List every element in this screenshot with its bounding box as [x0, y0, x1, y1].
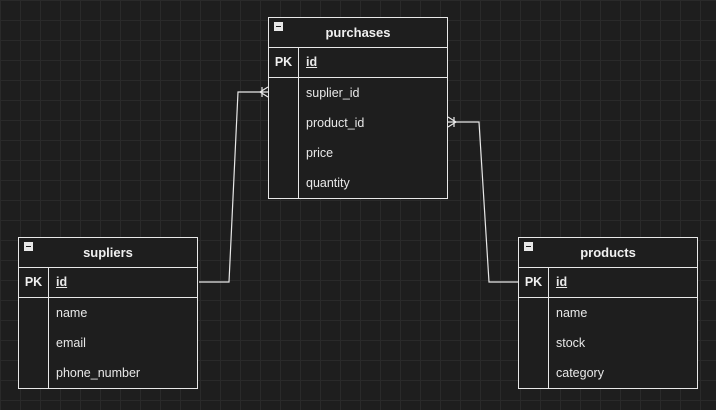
key-cell	[19, 328, 49, 358]
pk-label: PK	[19, 268, 49, 297]
field-row[interactable]: suplier_id	[269, 78, 447, 108]
field-name: product_id	[306, 116, 365, 130]
field-row[interactable]: name	[519, 298, 697, 328]
table-purchases[interactable]: purchases PK id suplier_id product_id pr…	[268, 17, 448, 199]
field-name: suplier_id	[306, 86, 360, 100]
key-cell	[269, 138, 299, 168]
table-title: supliers	[83, 245, 133, 260]
table-header[interactable]: products	[519, 238, 697, 268]
field-name: phone_number	[56, 366, 141, 380]
field-name: price	[306, 146, 334, 160]
table-title: products	[580, 245, 636, 260]
key-cell	[519, 358, 549, 388]
key-cell	[269, 108, 299, 138]
table-supliers[interactable]: supliers PK id name email phone_number	[18, 237, 198, 389]
collapse-icon[interactable]	[24, 242, 33, 251]
pk-field: id	[56, 275, 68, 289]
field-row[interactable]: category	[519, 358, 697, 388]
pk-label: PK	[269, 48, 299, 77]
table-products[interactable]: products PK id name stock category	[518, 237, 698, 389]
field-row[interactable]: phone_number	[19, 358, 197, 388]
pk-row[interactable]: PK id	[519, 268, 697, 298]
field-name: name	[556, 306, 588, 320]
field-name: name	[56, 306, 88, 320]
pk-row[interactable]: PK id	[19, 268, 197, 298]
field-name: category	[556, 366, 604, 380]
key-cell	[269, 78, 299, 108]
key-cell	[19, 358, 49, 388]
pk-row[interactable]: PK id	[269, 48, 447, 78]
field-list: suplier_id product_id price quantity	[269, 78, 447, 198]
table-header[interactable]: supliers	[19, 238, 197, 268]
field-name: stock	[556, 336, 586, 350]
field-list: name email phone_number	[19, 298, 197, 388]
field-name: quantity	[306, 176, 350, 190]
field-list: name stock category	[519, 298, 697, 388]
field-row[interactable]: quantity	[269, 168, 447, 198]
key-cell	[19, 298, 49, 328]
crowfoot-product-id-icon	[447, 116, 457, 128]
field-row[interactable]: name	[19, 298, 197, 328]
key-cell	[269, 168, 299, 198]
table-title: purchases	[325, 25, 391, 40]
pk-field: id	[306, 55, 318, 69]
edge-supliers-purchases	[199, 91, 268, 283]
crowfoot-suplier-id-icon	[259, 86, 269, 98]
collapse-icon[interactable]	[274, 22, 283, 31]
key-cell	[519, 298, 549, 328]
field-row[interactable]: product_id	[269, 108, 447, 138]
field-name: email	[56, 336, 86, 350]
field-row[interactable]: stock	[519, 328, 697, 358]
field-row[interactable]: price	[269, 138, 447, 168]
table-header[interactable]: purchases	[269, 18, 447, 48]
pk-label: PK	[519, 268, 549, 297]
collapse-icon[interactable]	[524, 242, 533, 251]
edge-products-purchases	[448, 121, 519, 283]
pk-field: id	[556, 275, 568, 289]
field-row[interactable]: email	[19, 328, 197, 358]
key-cell	[519, 328, 549, 358]
